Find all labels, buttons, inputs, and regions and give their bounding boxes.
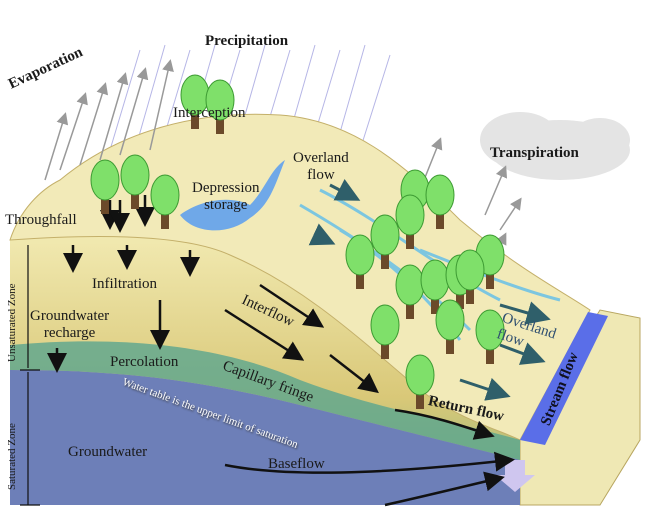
- recharge-text-1: Groundwater: [30, 308, 110, 324]
- tree-icon: [475, 309, 505, 364]
- label-saturated-zone: Saturated Zone: [6, 423, 18, 490]
- recharge-text-2: recharge: [43, 324, 96, 341]
- overland-flow-arrows: [308, 179, 551, 401]
- capillary-fringe-band: [10, 341, 520, 460]
- tree-icon: [395, 194, 425, 249]
- overland-text-2: flow: [307, 166, 335, 183]
- label-baseflow: Baseflow: [268, 456, 325, 472]
- label-groundwater: Groundwater: [68, 444, 148, 460]
- depression-text-1: Depression: [192, 180, 260, 196]
- tree-icon: [150, 174, 180, 229]
- trees: [90, 74, 505, 409]
- label-interception: Interception: [173, 105, 246, 121]
- subsurface-flow-arrows: [47, 195, 515, 507]
- label-infiltration: Infiltration: [92, 276, 157, 292]
- overland-text-1: Overland: [293, 150, 349, 166]
- tree-icon: [205, 79, 235, 134]
- tree-icon: [180, 74, 210, 129]
- label-precipitation: Precipitation: [205, 33, 289, 49]
- tree-icon: [395, 264, 425, 319]
- tree-icon: [345, 234, 375, 289]
- tree-icon: [405, 354, 435, 409]
- stream-channel: [520, 312, 608, 445]
- tree-icon: [90, 159, 120, 214]
- tree-icon: [370, 214, 400, 269]
- label-throughfall: Throughfall: [5, 212, 77, 228]
- label-unsaturated-zone: Unsaturated Zone: [6, 283, 18, 363]
- evaporation-arrows: [44, 59, 174, 181]
- tree-icon: [455, 249, 485, 304]
- zone-brackets: [20, 245, 40, 506]
- tree-icon: [435, 299, 465, 354]
- tree-icon: [425, 174, 455, 229]
- cloud-icon: [480, 112, 630, 180]
- tree-icon: [370, 304, 400, 359]
- depression-text-2: storage: [204, 196, 248, 213]
- label-transpiration: Transpiration: [490, 145, 579, 161]
- label-percolation: Percolation: [110, 354, 179, 370]
- tree-icon: [120, 154, 150, 209]
- depression-storage-pond: [180, 160, 285, 231]
